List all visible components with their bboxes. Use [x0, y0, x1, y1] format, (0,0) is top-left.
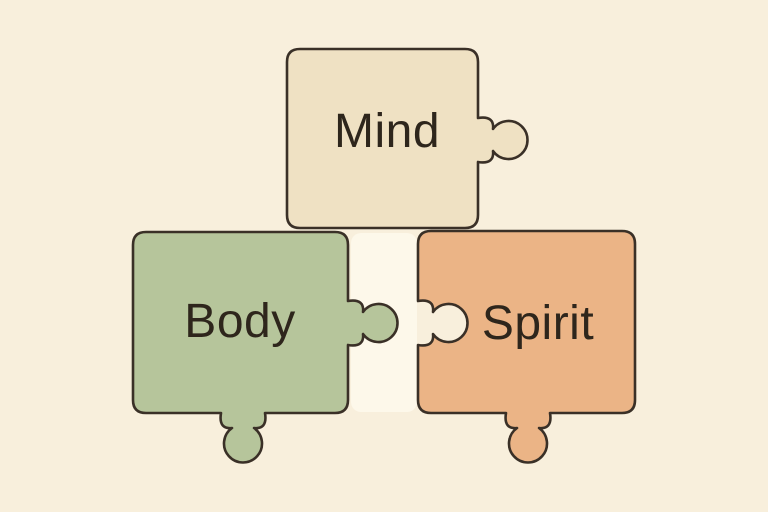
mind-piece-shape: [285, 47, 529, 230]
spirit-piece-shape: [416, 229, 637, 464]
body-label: Body: [184, 295, 295, 348]
body-piece: Body: [131, 230, 399, 464]
spirit-piece: Spirit: [416, 229, 637, 464]
mind-piece: Mind: [285, 47, 529, 230]
body-piece-shape: [131, 230, 399, 464]
spirit-label: Spirit: [482, 297, 594, 350]
mind-label: Mind: [334, 105, 440, 158]
